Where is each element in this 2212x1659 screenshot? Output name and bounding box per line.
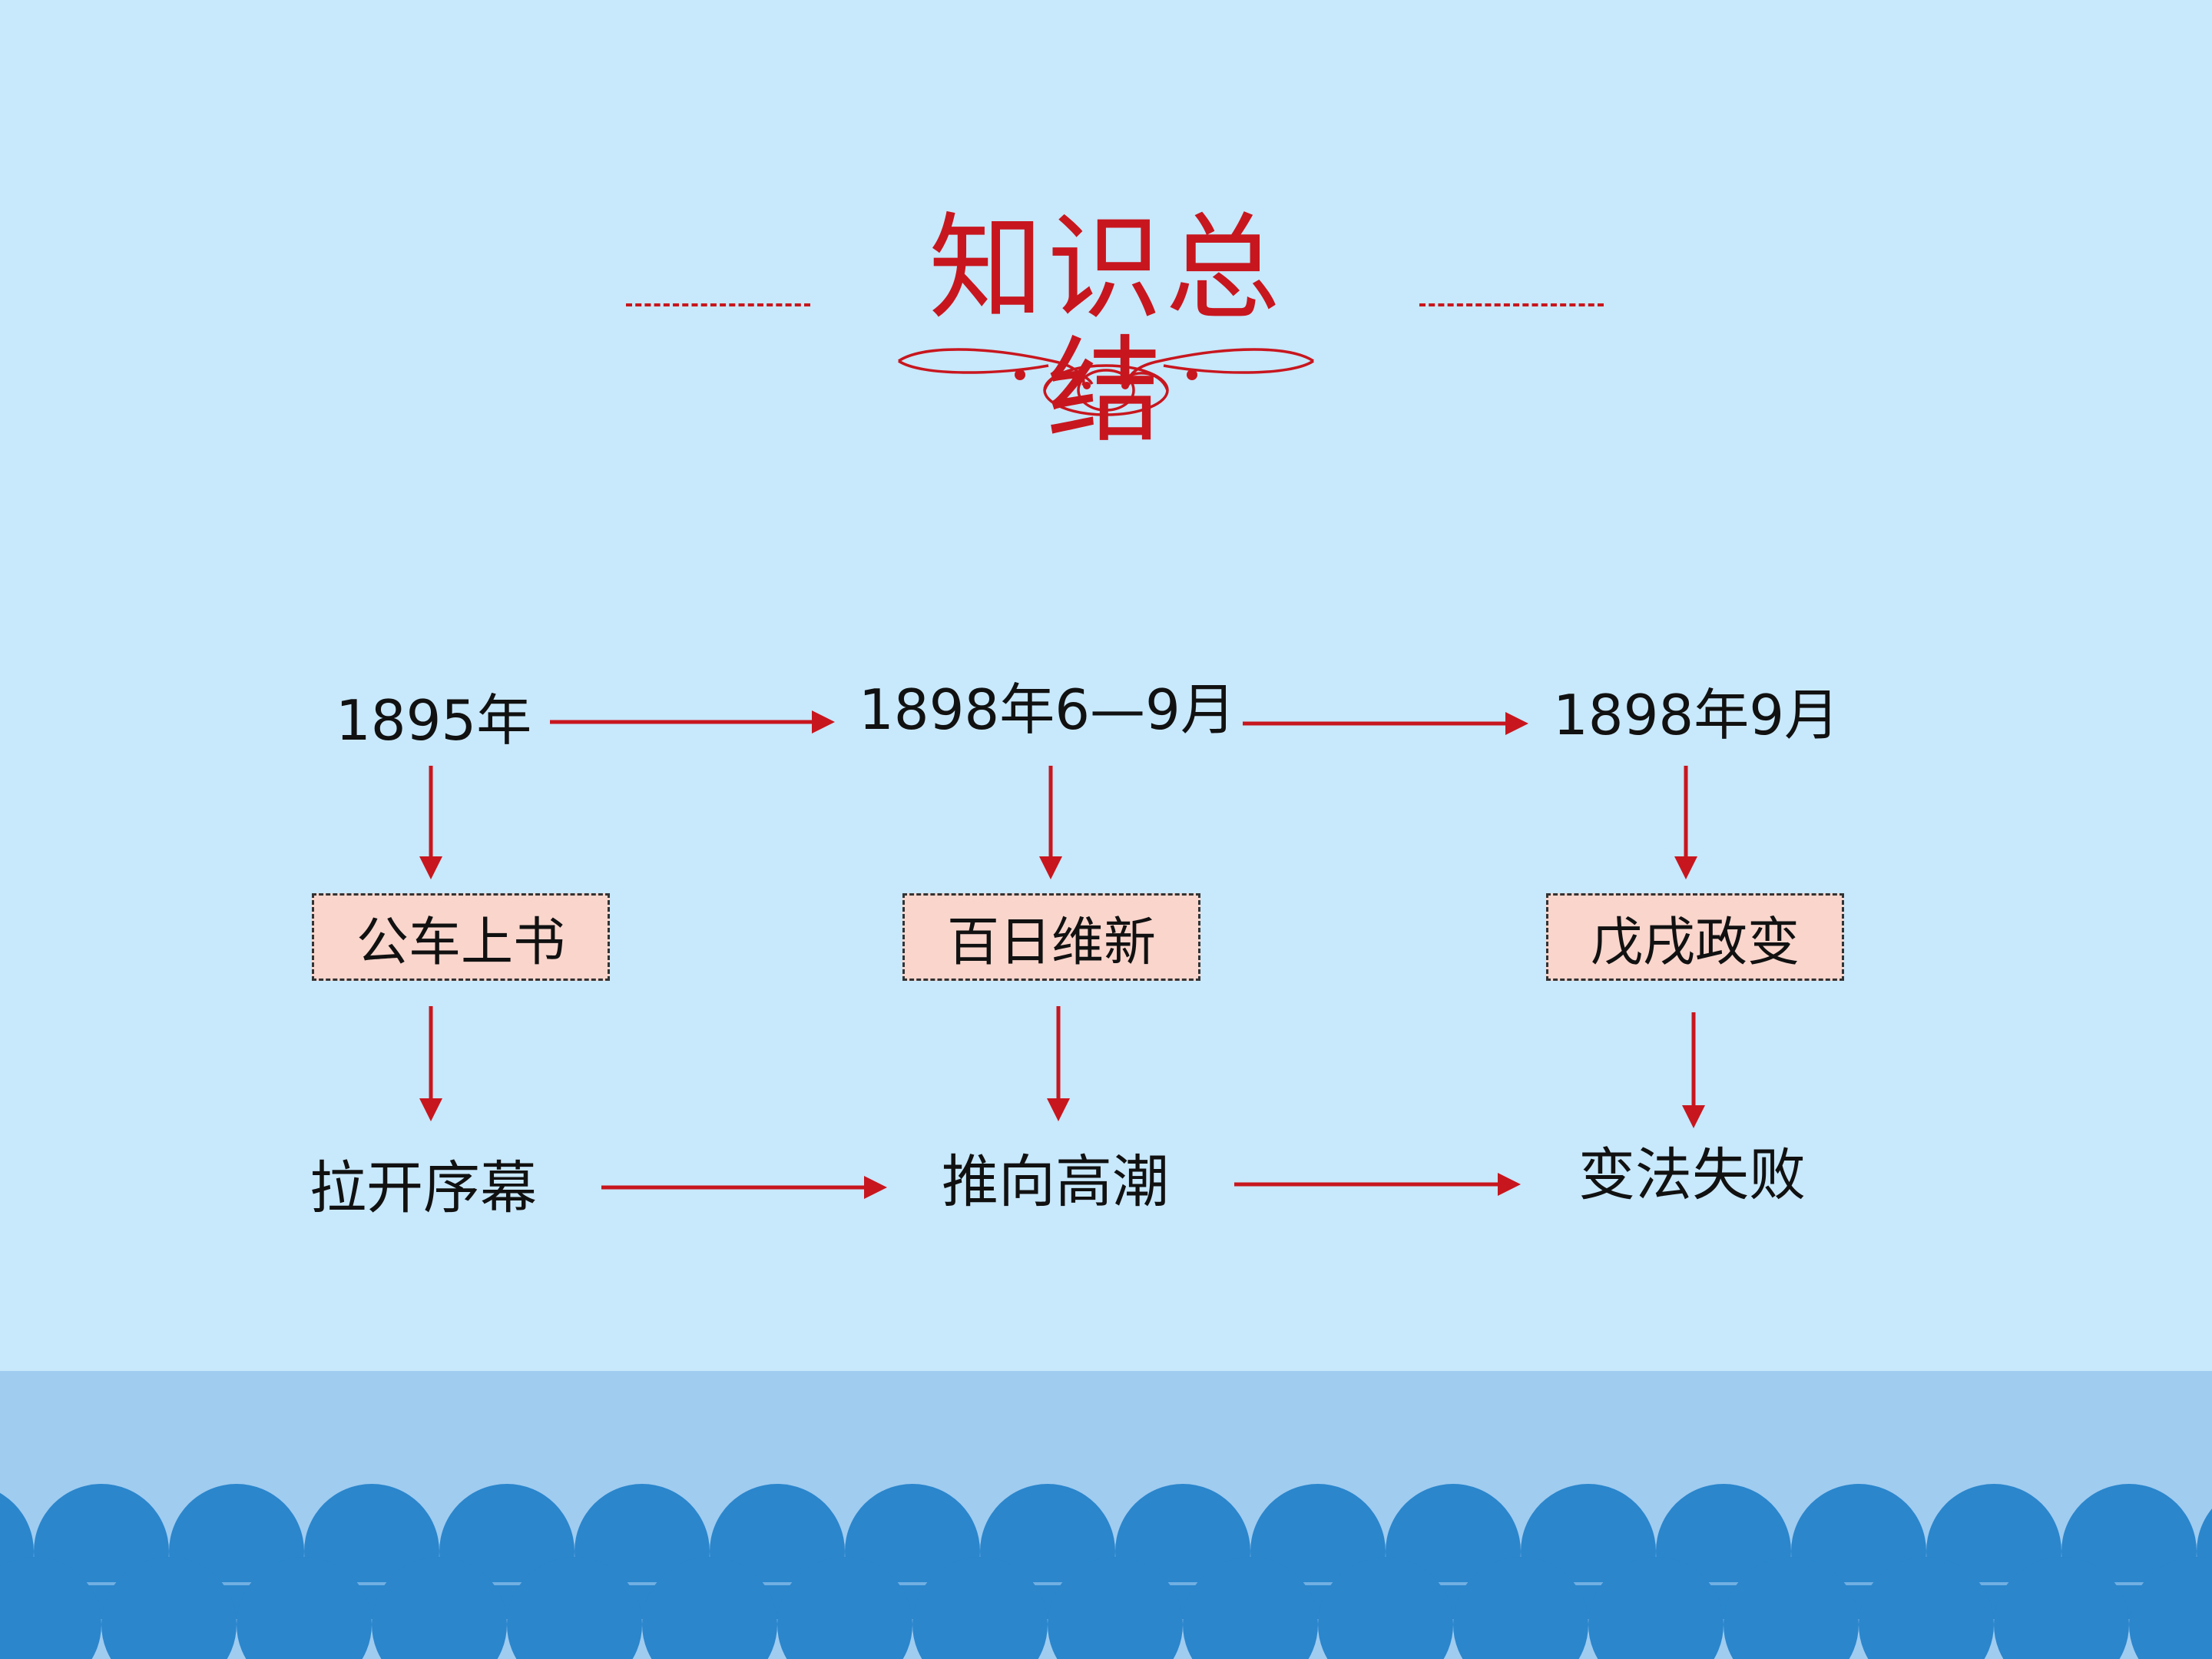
result-2: 推向高潮 [942,1149,1169,1215]
wave-scallop [1318,1557,1453,1659]
wave-scallop [101,1557,237,1659]
event-box-3: 戊戌政变 [1546,893,1844,981]
wave-scallop [0,1557,101,1659]
event-label-3: 戊戌政变 [1590,912,1800,973]
wave-scallop [372,1557,507,1659]
wave-scallop [1994,1557,2129,1659]
wave-scallop [2129,1557,2212,1659]
wave-scallop [1048,1557,1183,1659]
wave-scallop [912,1557,1048,1659]
wave-scallop [777,1557,912,1659]
result-3: 变法失败 [1578,1142,1806,1208]
result-1: 拉开序幕 [310,1155,537,1221]
event-label-2: 百日维新 [946,912,1156,973]
date-2: 1898年6—9月 [859,677,1236,742]
date-3: 1898年9月 [1553,683,1840,747]
wave-row-front [0,1557,2212,1659]
wave-scallop [507,1557,642,1659]
wave-scallop [642,1557,777,1659]
wave-scallop [1859,1557,1994,1659]
wave-scallop [237,1557,372,1659]
event-box-2: 百日维新 [902,893,1200,981]
wave-scallop [1183,1557,1318,1659]
event-label-1: 公车上书 [356,912,565,973]
title-ornament-icon [898,348,1314,416]
wave-scallop [1453,1557,1588,1659]
page-title: 知识总结 [928,202,1283,459]
event-box-1: 公车上书 [312,893,610,981]
wave-scallop [1588,1557,1724,1659]
title-dash-right [1419,303,1604,306]
date-1: 1895年 [336,688,532,753]
title-dash-left [626,303,810,306]
wave-scallop [1724,1557,1859,1659]
footer-waves [0,1371,2212,1659]
